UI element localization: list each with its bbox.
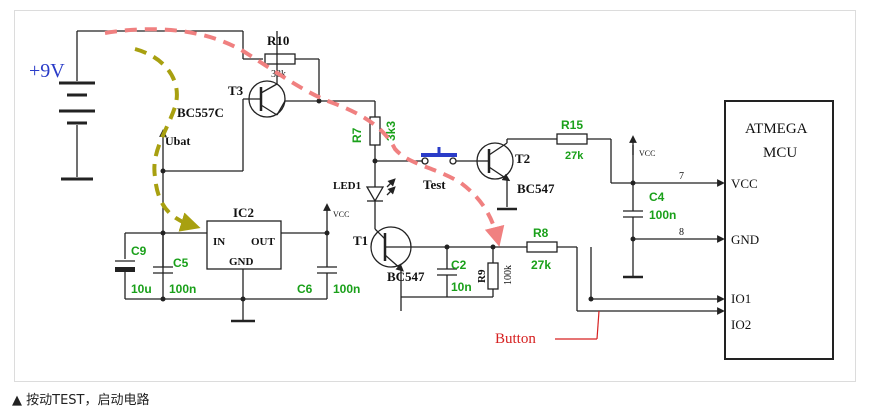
- r15-value: 27k: [565, 150, 584, 162]
- resistor-r10: [264, 53, 320, 101]
- transistor-t3: [242, 31, 375, 171]
- t2-type: BC547: [517, 181, 555, 196]
- ic2-gnd: GND: [229, 256, 254, 268]
- t3-name: T3: [228, 83, 244, 98]
- figure-caption: ▲ 按动TEST，启动电路: [12, 393, 150, 408]
- ic2-in: IN: [213, 236, 225, 248]
- resistor-r9: [487, 247, 499, 297]
- mcu-title-line1: ATMEGA: [745, 121, 808, 137]
- ic2-name: IC2: [233, 205, 254, 220]
- mcu-pin-io2: IO2: [731, 317, 751, 332]
- r9-value: 100k: [503, 265, 514, 285]
- current-path-pink: [104, 27, 505, 247]
- r8-value: 27k: [531, 258, 551, 272]
- mcu-block: [724, 100, 834, 360]
- test-label: Test: [423, 177, 446, 192]
- circuit-schematic: +9V R10 33k T3 BC557C R7 3k3: [29, 27, 834, 360]
- t1-type: BC547: [387, 269, 425, 284]
- ubat-label: Ubat: [165, 134, 190, 148]
- vcc-label-c4: VCC: [639, 149, 655, 158]
- r8-name: R8: [533, 226, 549, 240]
- r7-name: R7: [350, 127, 364, 143]
- t2-name: T2: [515, 151, 530, 166]
- capacitor-c9: [115, 232, 327, 300]
- resistor-r15: [556, 133, 725, 187]
- c4-value: 100n: [649, 208, 676, 222]
- transistor-t2: [476, 138, 557, 211]
- ubat-path-olive: [134, 47, 201, 232]
- t3-type: BC557C: [177, 105, 224, 120]
- transistor-t1: [370, 226, 527, 311]
- c9-value: 10u: [131, 282, 152, 296]
- battery: [59, 31, 95, 181]
- resistor-r8: [526, 241, 725, 315]
- c5-value: 100n: [169, 282, 196, 296]
- r10-name: R10: [267, 33, 289, 48]
- c6-value: 100n: [333, 282, 360, 296]
- test-button: [375, 147, 479, 165]
- c9-name: C9: [131, 244, 147, 258]
- vcc-label-c6: VCC: [333, 210, 349, 219]
- ic2-out: OUT: [251, 236, 276, 248]
- capacitor-c6: [281, 203, 337, 299]
- r15-name: R15: [561, 118, 583, 132]
- mcu-pin-number-7: 7: [679, 171, 684, 182]
- c6-name: C6: [297, 282, 313, 296]
- mcu-pin-io1: IO1: [731, 291, 751, 306]
- capacitor-c5: [153, 233, 173, 274]
- led1-name: LED1: [333, 180, 361, 192]
- c5-name: C5: [173, 256, 189, 270]
- mcu-title-line2: MCU: [763, 145, 797, 161]
- c2-value: 10n: [451, 280, 472, 294]
- t1-name: T1: [353, 233, 368, 248]
- supply-label: +9V: [29, 60, 65, 82]
- mcu-pin-number-8: 8: [679, 227, 684, 238]
- capacitor-c4: [623, 135, 725, 279]
- button-label: Button: [495, 331, 536, 347]
- c2-name: C2: [451, 258, 467, 272]
- r9-name: R9: [476, 269, 488, 283]
- regulator-ic2: [206, 220, 282, 270]
- schematic-frame: +9V R10 33k T3 BC557C R7 3k3: [14, 10, 856, 382]
- mcu-pin-gnd: GND: [731, 232, 759, 247]
- mcu-pin-vcc: VCC: [731, 176, 758, 191]
- capacitor-c2: [437, 247, 457, 297]
- c4-name: C4: [649, 190, 665, 204]
- led-led1: [365, 178, 396, 229]
